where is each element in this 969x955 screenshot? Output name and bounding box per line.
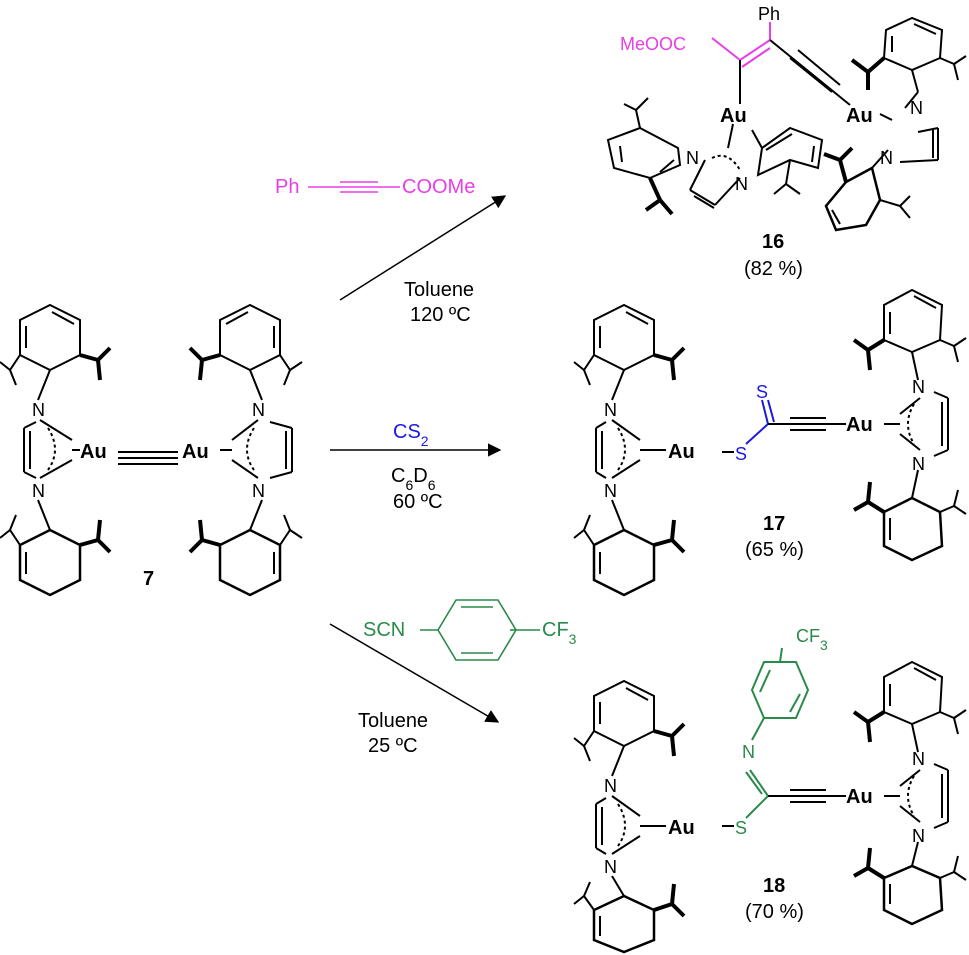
atom-n: N <box>912 826 925 846</box>
arrow-top <box>339 195 507 301</box>
product18-cf3-label: CF3 <box>796 626 828 653</box>
right-nhc-ring <box>231 419 293 479</box>
atom-n: N <box>686 148 699 168</box>
right-aryl-bottom-18 <box>853 841 967 926</box>
right-nhc-ring-18 <box>884 763 949 829</box>
left-nhc-ring <box>23 419 73 479</box>
compound-16-label: 16 <box>762 231 784 253</box>
aryl-au2-top <box>850 16 967 93</box>
compound-16 <box>606 16 967 232</box>
nhc-ring-au2 <box>871 91 939 169</box>
alkyne-18 <box>768 789 846 803</box>
compound-18 <box>573 647 967 954</box>
alkyne-17 <box>768 417 846 431</box>
atom-n: N <box>604 776 617 796</box>
left-aryl-bottom-18 <box>573 875 686 954</box>
left-nhc-ring-17 <box>595 419 666 479</box>
compound-16-yield: (82 %) <box>744 258 803 280</box>
right-aryl-bottom <box>188 499 303 597</box>
compound-18-yield: (70 %) <box>745 901 804 923</box>
compound-7 <box>0 303 303 597</box>
product16-phenyl-label: Ph <box>758 4 780 24</box>
reagent-coome-label: COOMe <box>402 176 475 198</box>
atom-au: Au <box>668 817 695 839</box>
condition-temperature-bottom: 25 ºC <box>368 735 418 757</box>
atom-au: Au <box>182 441 209 463</box>
compound-7-label: 7 <box>143 568 154 590</box>
left-aryl-top-17 <box>573 303 686 401</box>
left-aryl-top <box>0 303 112 401</box>
aryl-au1-left <box>606 97 682 216</box>
left-aryl-bottom <box>0 499 112 597</box>
right-aryl-top-17 <box>852 288 967 381</box>
condition-temperature-middle: 60 ºC <box>393 491 443 513</box>
atom-n: N <box>252 481 265 501</box>
atom-n: N <box>735 174 748 194</box>
nhc-ring-au1 <box>689 123 741 209</box>
atom-n: N <box>880 148 893 168</box>
atom-n: N <box>604 857 617 877</box>
atom-s: S <box>756 382 768 402</box>
condition-solvent-top: Toluene <box>404 279 474 301</box>
reagent-cs2: CS2 <box>393 421 429 449</box>
atom-n: N <box>912 377 925 397</box>
atom-au: Au <box>846 786 873 808</box>
right-aryl-bottom-17 <box>853 469 967 562</box>
atom-au: Au <box>720 105 747 127</box>
reagent-methyl-phenylpropiolate: Ph COOMe <box>275 176 475 198</box>
condition-solvent-bottom: Toluene <box>358 710 428 732</box>
alkynyl-fragment <box>769 39 851 106</box>
vinyl-fragment <box>711 22 771 68</box>
dithioate-fragment <box>722 399 775 453</box>
atom-n: N <box>910 98 923 118</box>
atom-au: Au <box>846 414 873 436</box>
right-aryl-top-18 <box>852 660 967 753</box>
atom-s: S <box>735 444 747 464</box>
reagent-scn-label: SCN <box>363 619 405 641</box>
atom-n: N <box>32 481 45 501</box>
reagent-ph-label: Ph <box>275 176 299 198</box>
atom-au: Au <box>80 441 107 463</box>
atom-au: Au <box>668 441 695 463</box>
compound-17 <box>573 288 967 597</box>
compound-17-label: 17 <box>763 513 785 535</box>
atom-n: N <box>604 481 617 501</box>
aryl-au2-bottom <box>823 146 911 232</box>
atom-n: N <box>32 400 45 420</box>
right-nhc-ring-17 <box>884 391 949 457</box>
reagent-cf3-label: CF3 <box>542 619 577 647</box>
atom-n: N <box>604 400 617 420</box>
left-aryl-bottom-17 <box>573 499 686 597</box>
compound-18-label: 18 <box>763 875 785 897</box>
left-aryl-top-18 <box>573 679 686 777</box>
aryl-au1-right <box>751 126 824 195</box>
atom-n-imine: N <box>742 742 755 762</box>
left-nhc-ring-18 <box>595 795 666 855</box>
right-aryl-top <box>188 303 303 401</box>
atom-au: Au <box>846 105 873 127</box>
reagent-aryl-isothiocyanate: SCN CF3 <box>363 599 577 661</box>
atom-n: N <box>912 454 925 474</box>
atom-s: S <box>735 818 747 838</box>
atom-n: N <box>912 749 925 769</box>
bridging-alkyne <box>72 449 232 465</box>
thioimidate-fragment <box>722 647 810 827</box>
product16-ester-label: MeOOC <box>620 34 686 54</box>
arrow-bottom <box>329 623 500 723</box>
compound-17-yield: (65 %) <box>745 539 804 561</box>
atom-n: N <box>252 400 265 420</box>
condition-solvent-middle: C6D6 <box>391 465 436 493</box>
condition-temperature-top: 120 ºC <box>410 304 471 326</box>
